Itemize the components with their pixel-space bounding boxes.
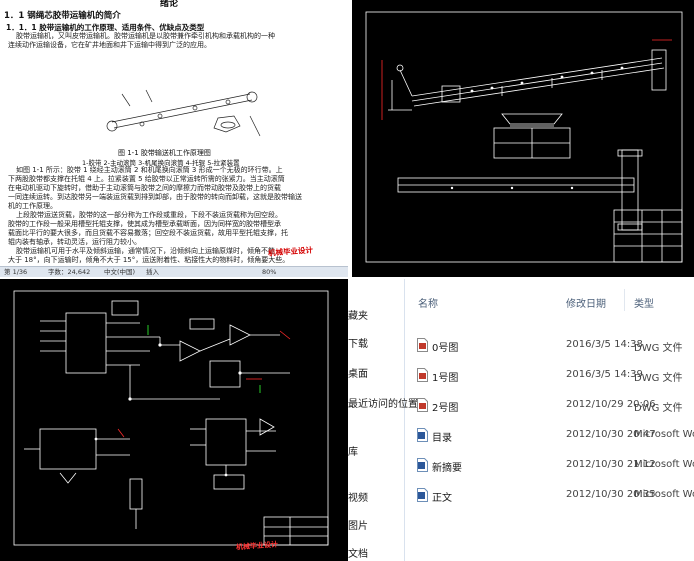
nav-libraries[interactable]: 库	[348, 447, 358, 458]
body-line: 大于 18°，向下运输时，倾角不大于 15°，运送附着性、粘接性大的物料时，倾角…	[8, 256, 290, 264]
nav-desktop[interactable]: 桌面	[348, 369, 368, 380]
status-word-count[interactable]: 字数：24,642	[48, 268, 91, 276]
body-line: 机的工作原理。	[8, 202, 57, 210]
file-date: 2012/10/30 21:12	[566, 459, 656, 470]
watermark-stamp: 机械毕业设计	[267, 245, 314, 258]
chapter-fragment: 绪论	[160, 0, 179, 9]
status-page-count[interactable]: 第 1/36	[4, 268, 28, 276]
file-row[interactable]: 1号图 2016/3/5 14:39 DWG 文件	[416, 365, 694, 387]
cad-canvas[interactable]	[0, 279, 348, 561]
file-name: 新摘要	[432, 463, 462, 474]
file-type: Microsoft Wor	[634, 489, 694, 500]
body-line: 辊内装有轴承，转动灵活，运行阻力较小。	[8, 238, 141, 246]
status-zoom[interactable]: 80%	[262, 268, 277, 276]
nav-videos[interactable]: 视频	[348, 493, 368, 504]
figure-legend: 1-胶带 2-主动滚筒 3-机尾换向滚筒 4-托辊 5-拉紧装置	[82, 159, 240, 167]
nav-documents[interactable]: 文档	[348, 549, 368, 560]
nav-pictures[interactable]: 图片	[348, 521, 368, 532]
word-status-bar: 第 1/36 字数：24,642 中文(中国) 插入 80%	[0, 266, 348, 277]
status-insert-mode[interactable]: 插入	[146, 268, 159, 276]
cad-drawing-conveyor	[352, 0, 694, 277]
dwg-file-icon	[417, 338, 428, 352]
body-line: 载面比平行的要大很多，而且货载不容易撒落；回空段不装运货载，故用平型托辊支撑，托	[8, 229, 288, 237]
word-doc-icon	[417, 428, 428, 442]
file-date: 2016/3/5 14:39	[566, 369, 643, 380]
cad-drawing-circuit: 机械毕业设计	[0, 279, 348, 561]
file-row[interactable]: 2号图 2012/10/29 20:06 DWG 文件	[416, 395, 694, 417]
body-line: 一同连续运转。到达胶带另一端装运货载到排到卸部，由于胶带的转向而卸载，这就是胶带…	[8, 193, 302, 201]
nav-downloads[interactable]: 下载	[348, 339, 368, 350]
dwg-file-icon	[417, 398, 428, 412]
word-doc-icon	[417, 458, 428, 472]
subsection-heading: 1．1．1 胶带运输机的工作原理、适用条件、优缺点及类型	[6, 23, 205, 32]
document-panel: 绪论 1．1 钢绳芯胶带运输机的简介 1．1．1 胶带运输机的工作原理、适用条件…	[0, 0, 348, 277]
column-header-date[interactable]: 修改日期	[566, 299, 606, 310]
body-line: 上段胶带运送货载，胶带的这一部分称为工作段或重段，下段不装运货载称为回空段。	[16, 211, 282, 219]
file-type: DWG 文件	[634, 343, 683, 354]
body-line: 下两股胶带都支撑在托辊 4 上。拉紧装置 5 给胶带以正常运转所需的张紧力。当主…	[8, 175, 285, 183]
intro-line: 胶带运输机，又叫皮带运输机。胶带运输机是以胶带兼作牵引机构和承载机构的一种	[16, 32, 275, 40]
file-name: 正文	[432, 493, 452, 504]
file-date: 2012/10/30 20:47	[566, 429, 656, 440]
nav-recent-places[interactable]: 最近访问的位置	[348, 399, 418, 410]
file-type: Microsoft Wor	[634, 429, 694, 440]
intro-line: 连续动作运输设备，它在矿井地面和井下运输中得到广泛的应用。	[8, 41, 211, 49]
nav-pane-divider	[404, 279, 405, 561]
file-row[interactable]: 新摘要 2012/10/30 21:12 Microsoft Wor	[416, 455, 694, 477]
file-date: 2016/3/5 14:38	[566, 339, 643, 350]
file-type: Microsoft Wor	[634, 459, 694, 470]
column-header-type[interactable]: 类型	[634, 299, 654, 310]
figure-caption: 图 1-1 胶带输送机工作原理图	[118, 149, 211, 157]
file-row[interactable]: 目录 2012/10/30 20:47 Microsoft Wor	[416, 425, 694, 447]
word-doc-icon	[417, 488, 428, 502]
nav-favorites[interactable]: 藏夹	[348, 311, 368, 322]
dwg-file-icon	[417, 368, 428, 382]
file-name: 0号图	[432, 343, 459, 354]
file-row[interactable]: 0号图 2016/3/5 14:38 DWG 文件	[416, 335, 694, 357]
body-line: 如图 1-1 所示：胶带 1 绕经主动滚筒 2 和机尾换向滚筒 3 形成一个无极…	[16, 166, 283, 174]
section-heading: 1．1 钢绳芯胶带运输机的简介	[4, 11, 121, 21]
cad-canvas[interactable]	[352, 0, 694, 277]
file-name: 1号图	[432, 373, 459, 384]
file-date: 2012/10/30 20:35	[566, 489, 656, 500]
body-line: 胶带的工作段一般采用槽型托辊支撑，使其成为槽型承载断面，因为同样宽的胶带槽型承	[8, 220, 281, 228]
column-divider	[624, 289, 625, 311]
file-date: 2012/10/29 20:06	[566, 399, 656, 410]
file-row[interactable]: 正文 2012/10/30 20:35 Microsoft Wor	[416, 485, 694, 507]
file-explorer-panel: 藏夹 下载 桌面 最近访问的位置 库 视频 图片 文档 名称 修改日期 类型 0…	[348, 279, 694, 561]
file-type: DWG 文件	[634, 403, 683, 414]
column-header-name[interactable]: 名称	[418, 299, 438, 310]
status-language[interactable]: 中文(中国)	[104, 268, 136, 276]
file-type: DWG 文件	[634, 373, 683, 384]
file-name: 2号图	[432, 403, 459, 414]
body-line: 在电动机驱动下旋转时，借助于主动滚筒与胶带之间的摩擦力而带动胶带及胶带上的货载	[8, 184, 281, 192]
file-name: 目录	[432, 433, 452, 444]
conveyor-figure	[106, 89, 261, 137]
body-line: 胶带运输机可用于水平及倾斜运输，通常情况下，沿倾斜向上运输原煤时，倾角不能	[16, 247, 275, 255]
